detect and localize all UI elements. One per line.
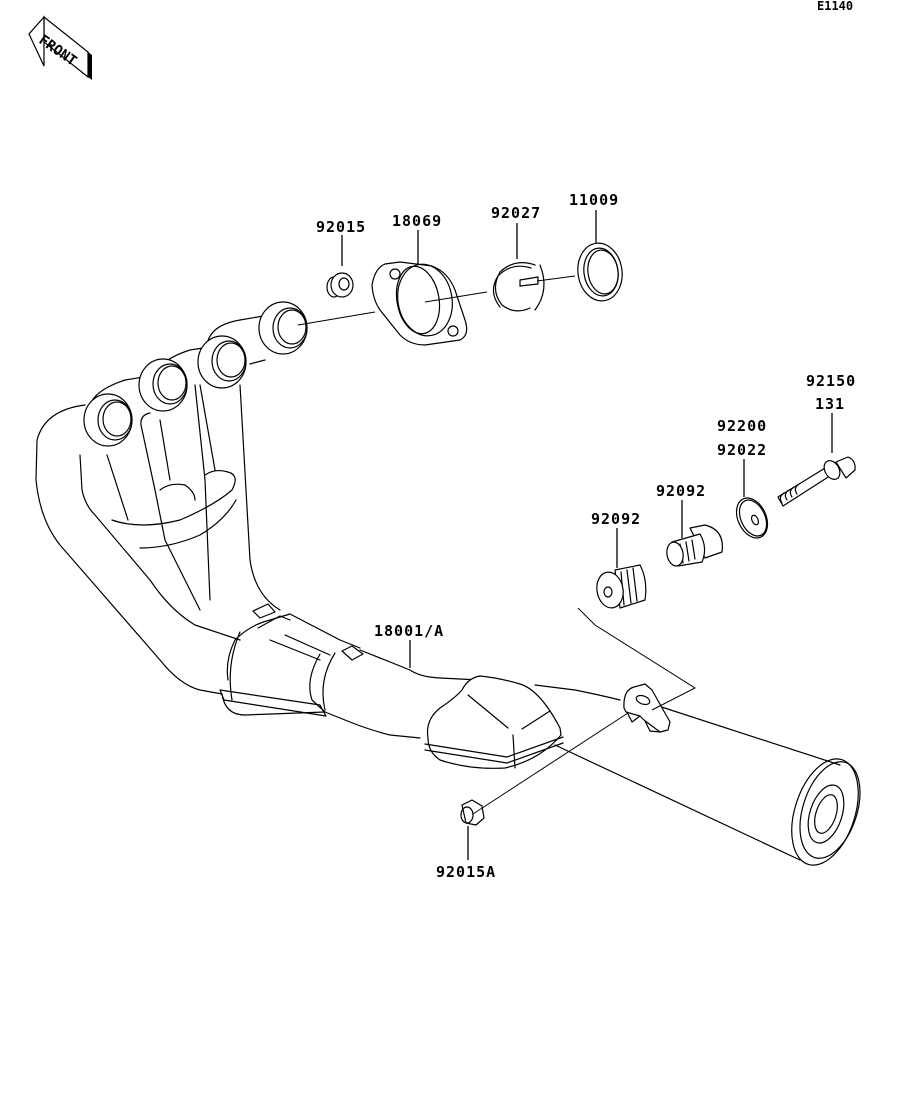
front-arrow-icon: FRONT	[28, 15, 92, 80]
part-number-label: 18069	[392, 212, 442, 230]
muffler	[424, 675, 861, 866]
part-18069-flange	[371, 261, 468, 346]
exhaust-header-assembly	[35, 301, 481, 739]
part-92092-upper-damper	[666, 524, 723, 567]
part-92015A-nut	[460, 799, 485, 826]
assembly-lines	[297, 275, 697, 815]
label-11009: 11009	[569, 191, 619, 243]
part-number-label: 92015A	[436, 863, 496, 881]
sheet-id: E1140	[817, 0, 853, 13]
part-92027-split-collar	[492, 262, 545, 312]
part-92092-lower-damper	[596, 564, 647, 609]
header-port-4	[258, 301, 308, 355]
part-number-label: 92092	[591, 510, 641, 528]
part-number-label: 92027	[491, 204, 541, 222]
part-92200-washer	[735, 497, 769, 539]
part-92015-collar	[326, 272, 354, 298]
header-port-1	[83, 393, 133, 447]
part-number-label: 92200	[717, 417, 767, 435]
label-92092-upper: 92092	[656, 482, 706, 538]
label-92092-lower: 92092	[591, 510, 641, 568]
part-number-label: 92015	[316, 218, 366, 236]
label-18001: 18001/A	[374, 622, 444, 668]
part-number-label: 92150	[806, 372, 856, 390]
part-number-label: 18001/A	[374, 622, 444, 640]
part-number-label: 92022	[717, 441, 767, 459]
part-number-label: 131	[815, 395, 845, 413]
label-92015A: 92015A	[436, 826, 496, 881]
part-92150-bolt	[777, 456, 856, 507]
label-92150: 92150 131	[806, 372, 856, 453]
label-92027: 92027	[491, 204, 541, 259]
header-port-2	[138, 358, 188, 412]
label-92015: 92015	[316, 218, 366, 266]
label-18069: 18069	[392, 212, 442, 264]
header-port-3	[197, 335, 247, 389]
label-92200: 92200 92022	[717, 417, 767, 497]
part-number-label: 11009	[569, 191, 619, 209]
part-11009-gasket	[577, 242, 623, 302]
part-number-label: 92092	[656, 482, 706, 500]
